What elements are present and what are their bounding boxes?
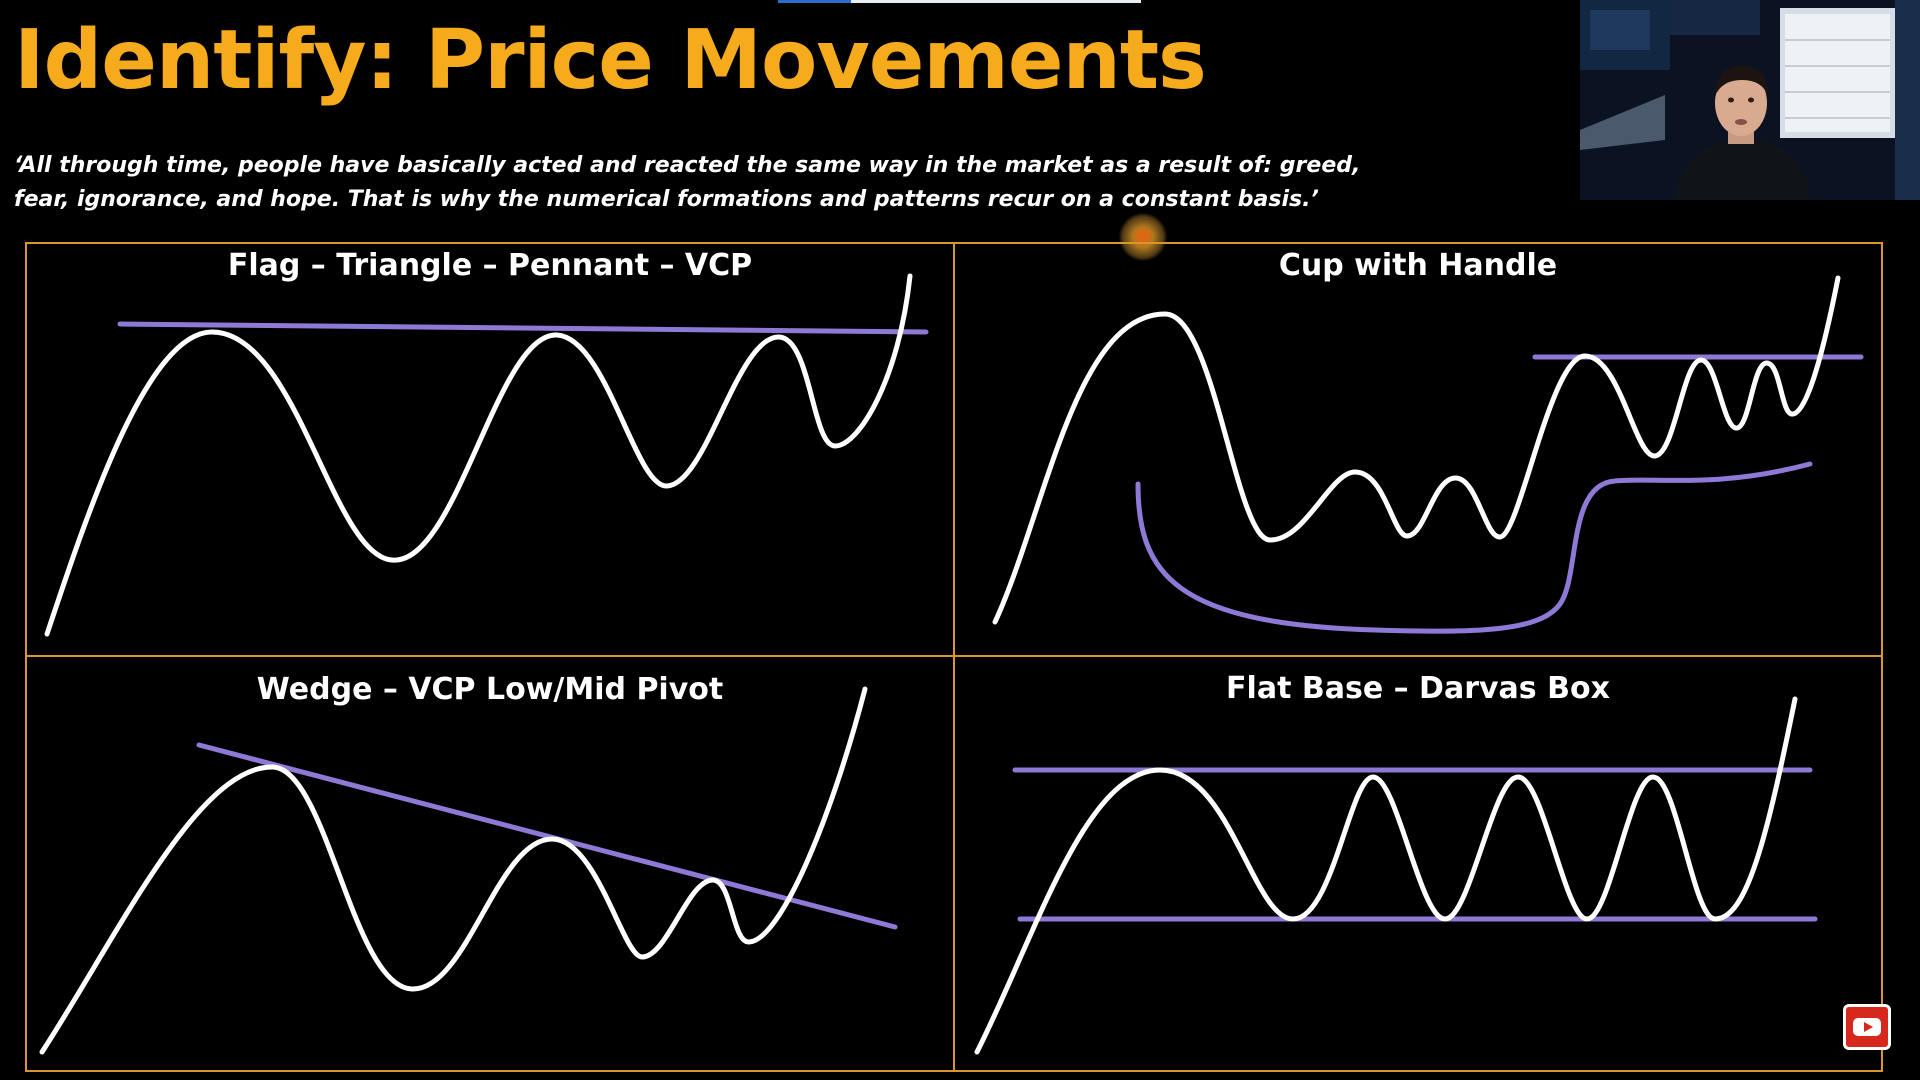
cup-outline-curve [1135,461,1813,634]
price-curve [974,696,1798,1055]
panel-cup-with-handle: Cup with Handle [955,244,1881,655]
descending-trendline [196,742,898,930]
resistance-trendline [117,321,929,335]
grid-divider-horizontal [27,655,1881,657]
page-title: Identify: Price Movements [14,13,1207,108]
price-curve [39,686,868,1055]
presenter-webcam [1580,0,1920,200]
panel-title: Wedge – VCP Low/Mid Pivot [256,672,724,707]
quote-line: ‘All through time, people have basically… [14,153,1361,178]
pattern-diagram [44,273,929,637]
panel-flat-base-darvas-box: Flat Base – Darvas Box [955,657,1881,1070]
panel-title: Flag – Triangle – Pennant – VCP [227,248,753,283]
grid-divider-vertical [953,244,955,1070]
quote-line: fear, ignorance, and hope. That is why t… [14,187,1319,212]
cursor-highlight-icon [1119,213,1167,261]
pattern-diagram [39,686,898,1055]
pattern-grid [25,242,1883,1072]
pattern-diagram [974,696,1818,1055]
presenter-video-image [1580,0,1920,200]
price-curve [992,275,1841,625]
video-progress-fill [778,0,851,3]
video-progress-bar[interactable] [778,0,1141,3]
panel-flag-triangle-pennant-vcp: Flag – Triangle – Pennant – VCP [27,244,953,655]
price-curve [44,273,913,637]
youtube-icon[interactable] [1843,1004,1891,1050]
panel-title: Cup with Handle [1278,248,1558,283]
panel-wedge-vcp-pivot: Wedge – VCP Low/Mid Pivot [27,657,953,1070]
panel-title: Flat Base – Darvas Box [1226,671,1610,706]
quote-text: ‘All through time, people have basically… [14,149,1361,217]
pattern-diagram [992,275,1864,634]
play-icon [1864,1022,1873,1032]
